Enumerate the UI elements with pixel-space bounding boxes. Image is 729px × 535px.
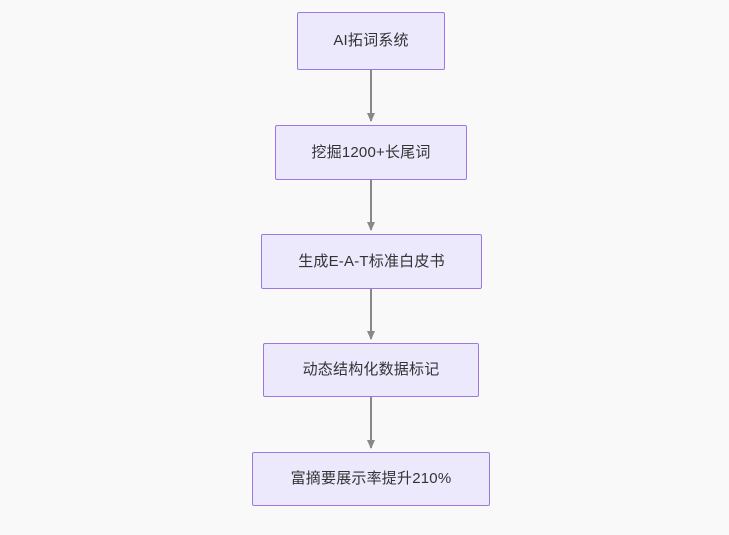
node-label: 富摘要展示率提升210% <box>290 470 452 487</box>
node-label: AI拓词系统 <box>333 32 409 49</box>
flowchart-node-dynamic-structured-data-markup[interactable]: 动态结构化数据标记 <box>263 343 479 397</box>
flowchart-node-rich-snippet-impression-uplift[interactable]: 富摘要展示率提升210% <box>252 452 490 506</box>
node-label: 生成E-A-T标准白皮书 <box>298 252 445 270</box>
flowchart-node-generate-eat-whitepaper[interactable]: 生成E-A-T标准白皮书 <box>261 234 482 289</box>
node-label: 挖掘1200+长尾词 <box>311 143 431 161</box>
node-label: 动态结构化数据标记 <box>302 361 440 378</box>
flowchart-node-mine-longtail-keywords[interactable]: 挖掘1200+长尾词 <box>275 125 467 180</box>
flowchart-node-ai-keyword-system[interactable]: AI拓词系统 <box>297 12 445 70</box>
